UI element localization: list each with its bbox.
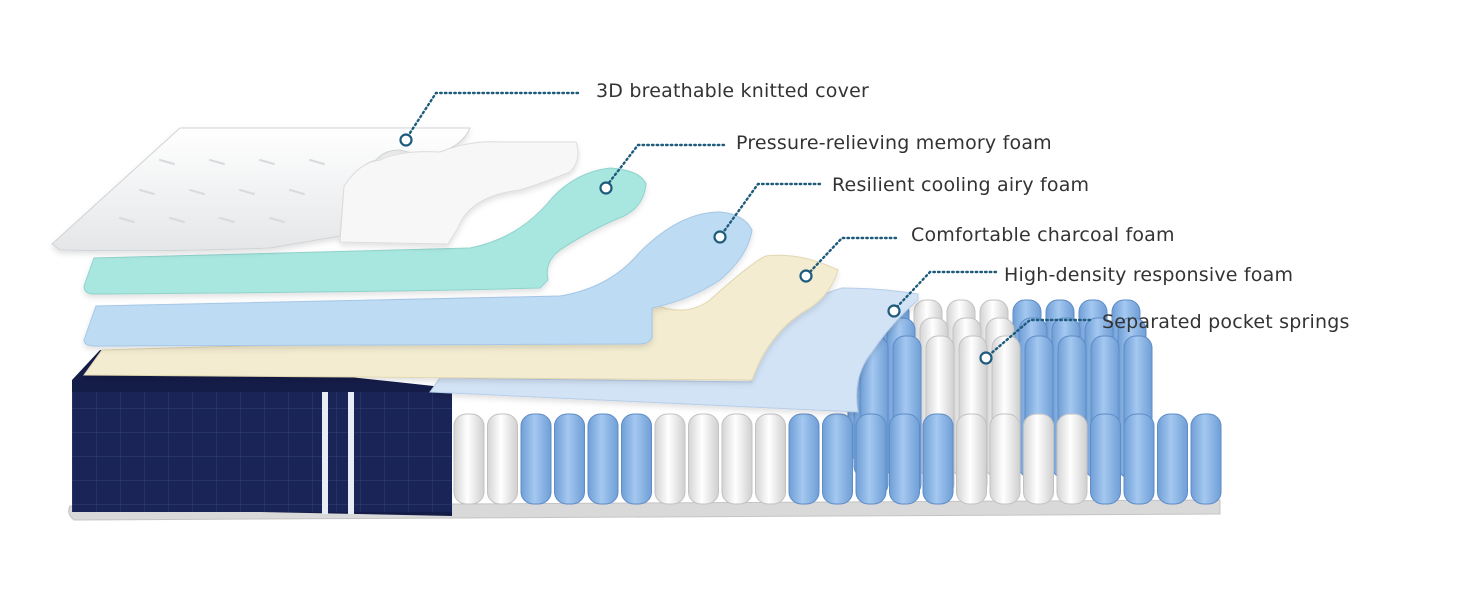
- pocket-spring: [1123, 413, 1155, 505]
- callout-dot-memory: [599, 181, 613, 195]
- pocket-spring: [1190, 413, 1222, 505]
- pocket-spring: [654, 413, 686, 505]
- pocket-spring: [889, 413, 920, 505]
- callout-line-cooling: [720, 182, 822, 236]
- label-charcoal-foam: Comfortable charcoal foam: [911, 224, 1175, 246]
- label-cooling-foam: Resilient cooling airy foam: [832, 174, 1090, 196]
- mattress-side-panel: [72, 350, 452, 516]
- label-pocket-springs: Separated pocket springs: [1102, 311, 1350, 333]
- pocket-spring: [788, 413, 820, 505]
- callout-dot-cooling: [713, 230, 727, 244]
- pocket-spring: [989, 413, 1021, 505]
- cooling-foam-layer: [83, 211, 753, 347]
- callout-line-springs: [986, 318, 1092, 358]
- pocket-spring: [755, 413, 786, 505]
- pocket-spring: [822, 413, 853, 505]
- pocket-springs-front: [453, 413, 1222, 505]
- callout-line-memory: [606, 143, 726, 186]
- pocket-spring: [956, 413, 987, 505]
- memory-foam-layer: [83, 167, 647, 295]
- charcoal-foam-layer: [83, 254, 839, 381]
- pocket-spring: [922, 413, 954, 505]
- callout-dot-springs: [979, 351, 993, 365]
- pocket-spring: [554, 413, 585, 505]
- label-memory-foam: Pressure-relieving memory foam: [736, 132, 1052, 154]
- pocket-spring: [1023, 413, 1054, 505]
- pocket-spring: [1090, 413, 1121, 505]
- pocket-spring: [721, 413, 753, 505]
- pocket-spring: [587, 413, 619, 505]
- pocket-spring: [453, 413, 485, 505]
- knitted-cover-layer: [51, 127, 579, 252]
- callout-dot-cover: [399, 133, 413, 147]
- pocket-spring: [688, 413, 719, 505]
- callout-line-charcoal: [806, 236, 898, 276]
- pocket-spring: [520, 413, 552, 505]
- pocket-spring: [1157, 413, 1188, 505]
- callout-line-cover: [406, 91, 580, 138]
- callout-dot-high-density: [887, 304, 901, 318]
- pocket-spring: [1056, 413, 1088, 505]
- pocket-spring: [487, 413, 518, 505]
- label-knitted-cover: 3D breathable knitted cover: [596, 80, 869, 102]
- callout-dot-charcoal: [799, 269, 813, 283]
- callout-line-high-density: [894, 270, 998, 310]
- label-high-density-foam: High-density responsive foam: [1004, 264, 1294, 286]
- pocket-spring: [621, 413, 652, 505]
- pocket-spring: [855, 413, 887, 505]
